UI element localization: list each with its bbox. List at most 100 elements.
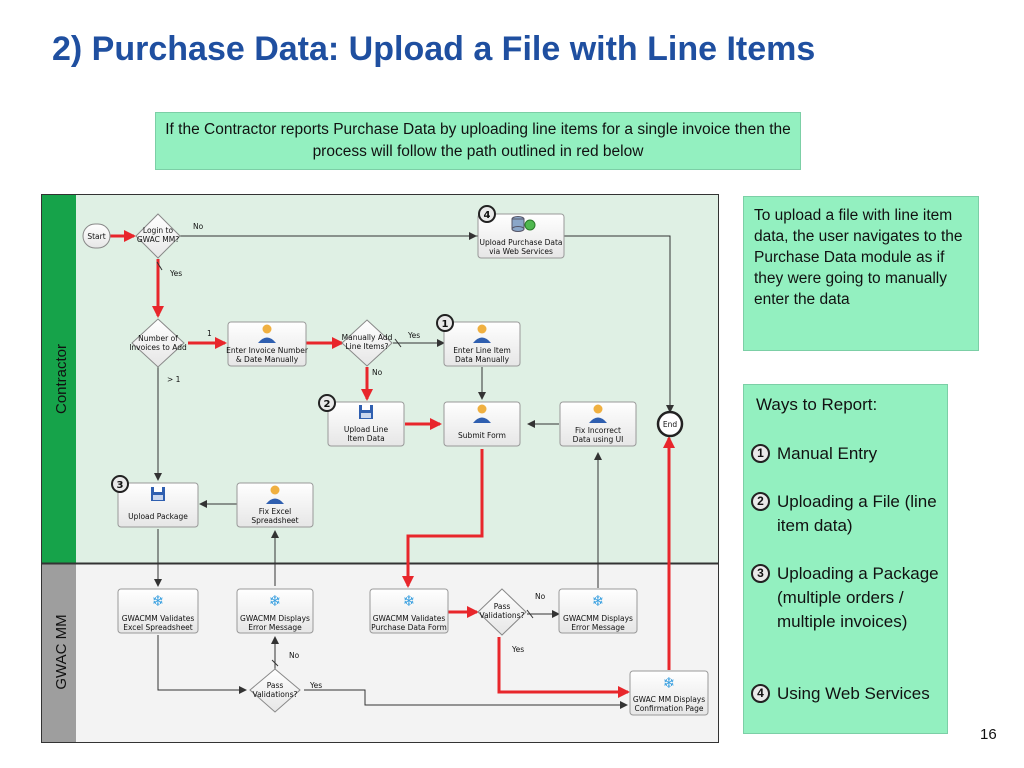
task-text: Fix Excel bbox=[259, 507, 292, 516]
side-note-callout: To upload a file with line item data, th… bbox=[743, 196, 979, 351]
decision-number-of-invoices: Number of Invoices to Add bbox=[129, 318, 187, 368]
badge-2: 2 bbox=[318, 394, 336, 412]
task-text: Enter Invoice Number bbox=[226, 346, 309, 355]
start-label: Start bbox=[87, 232, 105, 241]
user-icon bbox=[258, 324, 276, 343]
way-label: Manual Entry bbox=[777, 444, 878, 463]
snowflake-icon: ❄ bbox=[663, 674, 676, 692]
task-displays-error-excel: ❄ GWACMM Displays Error Message bbox=[236, 588, 314, 634]
task-enter-line-item: Enter Line Item Data Manually bbox=[443, 321, 521, 367]
task-enter-invoice-number: Enter Invoice Number & Date Manually bbox=[226, 321, 309, 367]
decision-number-text: Number of bbox=[138, 334, 178, 343]
start-node: Start bbox=[82, 223, 111, 249]
way-number-badge: 2 bbox=[751, 492, 770, 511]
edge-label-pass-excel-yes: Yes bbox=[309, 681, 322, 690]
ways-title: Ways to Report: bbox=[756, 395, 878, 414]
decision-pass-validations-excel: Pass Validations? bbox=[249, 668, 301, 713]
decision-login-text: GWAC MM? bbox=[137, 235, 179, 244]
task-text: Data using UI bbox=[573, 435, 624, 444]
task-text: Data Manually bbox=[455, 355, 510, 364]
task-text: Upload Package bbox=[128, 512, 188, 521]
edge-label-login-yes: Yes bbox=[169, 269, 182, 278]
edge-label-manual-no: No bbox=[372, 368, 383, 377]
task-text: Spreadsheet bbox=[251, 516, 298, 525]
badge-number: 4 bbox=[484, 210, 491, 221]
task-text: Fix Incorrect bbox=[575, 426, 621, 435]
task-text: GWACMM Validates bbox=[373, 614, 446, 623]
task-text: Excel Spreadsheet bbox=[123, 623, 193, 632]
task-text: GWACMM Validates bbox=[122, 614, 195, 623]
badge-number: 1 bbox=[442, 319, 449, 330]
badge-1: 1 bbox=[436, 314, 454, 332]
snowflake-icon: ❄ bbox=[592, 592, 605, 610]
task-fix-excel-spreadsheet: Fix Excel Spreadsheet bbox=[236, 482, 314, 528]
decision-manually-add: Manually Add Line Items? bbox=[341, 319, 393, 367]
way-number-badge: 1 bbox=[751, 444, 770, 463]
edge-label-pass-excel-no: No bbox=[289, 651, 300, 660]
decision-number-text: Invoices to Add bbox=[129, 343, 187, 352]
badge-number: 3 bbox=[117, 480, 124, 491]
task-text: Upload Line bbox=[344, 425, 389, 434]
way-label: Uploading a Package (multiple orders / m… bbox=[777, 564, 939, 631]
page-number: 16 bbox=[980, 726, 997, 743]
task-text: Confirmation Page bbox=[634, 704, 703, 713]
snowflake-icon: ❄ bbox=[152, 592, 165, 610]
task-text: GWACMM Displays bbox=[240, 614, 310, 623]
task-upload-package: Upload Package bbox=[117, 482, 199, 528]
user-icon bbox=[589, 404, 607, 423]
edge-label-manual-yes: Yes bbox=[407, 331, 420, 340]
decision-manually-text: Line Items? bbox=[346, 342, 389, 351]
end-label: End bbox=[663, 420, 677, 429]
task-text: Error Message bbox=[248, 623, 302, 632]
edge-label-pass-form-no: No bbox=[535, 592, 546, 601]
task-text: via Web Services bbox=[489, 247, 553, 256]
decision-login: Login to GWAC MM? bbox=[135, 213, 181, 259]
task-confirmation-page: ❄ GWAC MM Displays Confirmation Page bbox=[629, 670, 709, 716]
snowflake-icon: ❄ bbox=[403, 592, 416, 610]
edge-label-one: 1 bbox=[207, 329, 212, 338]
task-text: GWAC MM Displays bbox=[633, 695, 705, 704]
database-icon bbox=[511, 216, 536, 232]
task-text: Error Message bbox=[571, 623, 625, 632]
decision-login-text: Login to bbox=[143, 226, 174, 235]
decision-pass-validations-form: Pass Validations? bbox=[477, 588, 527, 636]
user-icon bbox=[266, 485, 284, 504]
end-node: End bbox=[656, 410, 684, 438]
way-number-badge: 4 bbox=[751, 684, 770, 703]
gwac-lane-label: GWAC MM bbox=[53, 614, 70, 689]
task-validates-form: ❄ GWACMM Validates Purchase Data Form bbox=[369, 588, 449, 634]
task-text: & Date Manually bbox=[236, 355, 299, 364]
decision-manually-text: Manually Add bbox=[342, 333, 393, 342]
badge-3: 3 bbox=[111, 475, 129, 493]
intro-callout: If the Contractor reports Purchase Data … bbox=[155, 112, 801, 170]
way-label: Using Web Services bbox=[777, 684, 930, 703]
user-icon bbox=[473, 404, 491, 423]
gwac-lane-header bbox=[42, 564, 76, 742]
floppy-disk-icon bbox=[359, 405, 373, 419]
decision-pass-form-text: Validations? bbox=[480, 611, 525, 620]
badge-number: 2 bbox=[324, 399, 331, 410]
decision-pass-form-text: Pass bbox=[494, 602, 511, 611]
task-text: Submit Form bbox=[458, 431, 506, 440]
task-text: Purchase Data Form bbox=[371, 623, 447, 632]
badge-4: 4 bbox=[478, 205, 496, 223]
task-text: GWACMM Displays bbox=[563, 614, 633, 623]
task-displays-error-form: ❄ GWACMM Displays Error Message bbox=[558, 588, 638, 634]
task-text: Item Data bbox=[347, 434, 384, 443]
slide-title: 2) Purchase Data: Upload a File with Lin… bbox=[52, 30, 816, 68]
process-flow-diagram: Contractor GWAC MM No bbox=[41, 194, 719, 743]
task-submit-form: Submit Form bbox=[443, 401, 521, 447]
contractor-lane-header bbox=[42, 195, 76, 563]
floppy-disk-icon bbox=[151, 487, 165, 501]
task-validates-excel: ❄ GWACMM Validates Excel Spreadsheet bbox=[117, 588, 199, 634]
task-fix-incorrect-data: Fix Incorrect Data using UI bbox=[559, 401, 637, 447]
snowflake-icon: ❄ bbox=[269, 592, 282, 610]
way-number-badge: 3 bbox=[751, 564, 770, 583]
way-label: Uploading a File (line item data) bbox=[777, 492, 937, 535]
contractor-lane-label: Contractor bbox=[53, 344, 70, 414]
edge-label-pass-form-yes: Yes bbox=[511, 645, 524, 654]
edge-label-greater-than-one: > 1 bbox=[167, 375, 181, 384]
task-upload-web-services: Upload Purchase Data via Web Services bbox=[477, 213, 565, 259]
task-text: Upload Purchase Data bbox=[479, 238, 562, 247]
task-upload-line-item-data: Upload Line Item Data bbox=[327, 401, 405, 447]
